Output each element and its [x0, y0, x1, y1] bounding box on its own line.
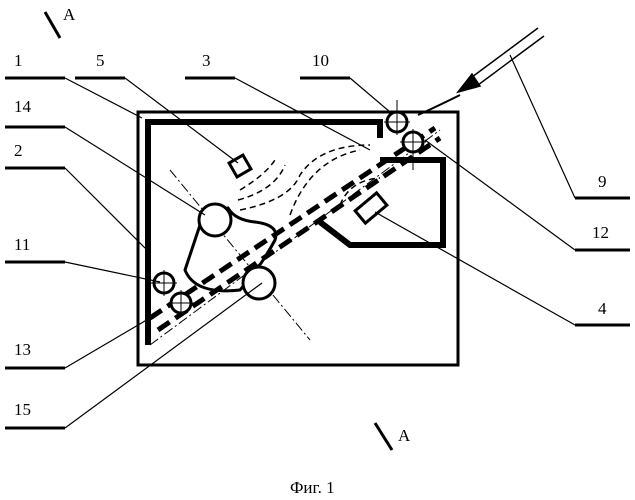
callout-2: 2: [14, 141, 23, 160]
section-label: А: [398, 426, 411, 445]
callout-9: 9: [598, 172, 607, 191]
axis-lines: [150, 130, 440, 345]
part-4: [355, 193, 387, 223]
callout-15: 15: [14, 400, 31, 419]
callout-11: 11: [14, 235, 30, 254]
callout-5: 5: [96, 51, 105, 70]
callout-3: 3: [202, 51, 211, 70]
callout-12: 12: [592, 223, 609, 242]
callout-14: 14: [14, 97, 32, 116]
callout-underlines: [5, 78, 630, 428]
section-mark-bottom: А: [375, 423, 411, 450]
callout-4: 4: [598, 299, 607, 318]
section-mark-top: А: [45, 5, 76, 38]
field-lines: [238, 145, 380, 215]
callout-13: 13: [14, 340, 31, 359]
feed-arrow: [458, 28, 544, 92]
section-label: А: [63, 5, 76, 24]
callout-1: 1: [14, 51, 23, 70]
callout-10: 10: [312, 51, 329, 70]
figure-caption: Фиг. 1: [290, 478, 335, 497]
